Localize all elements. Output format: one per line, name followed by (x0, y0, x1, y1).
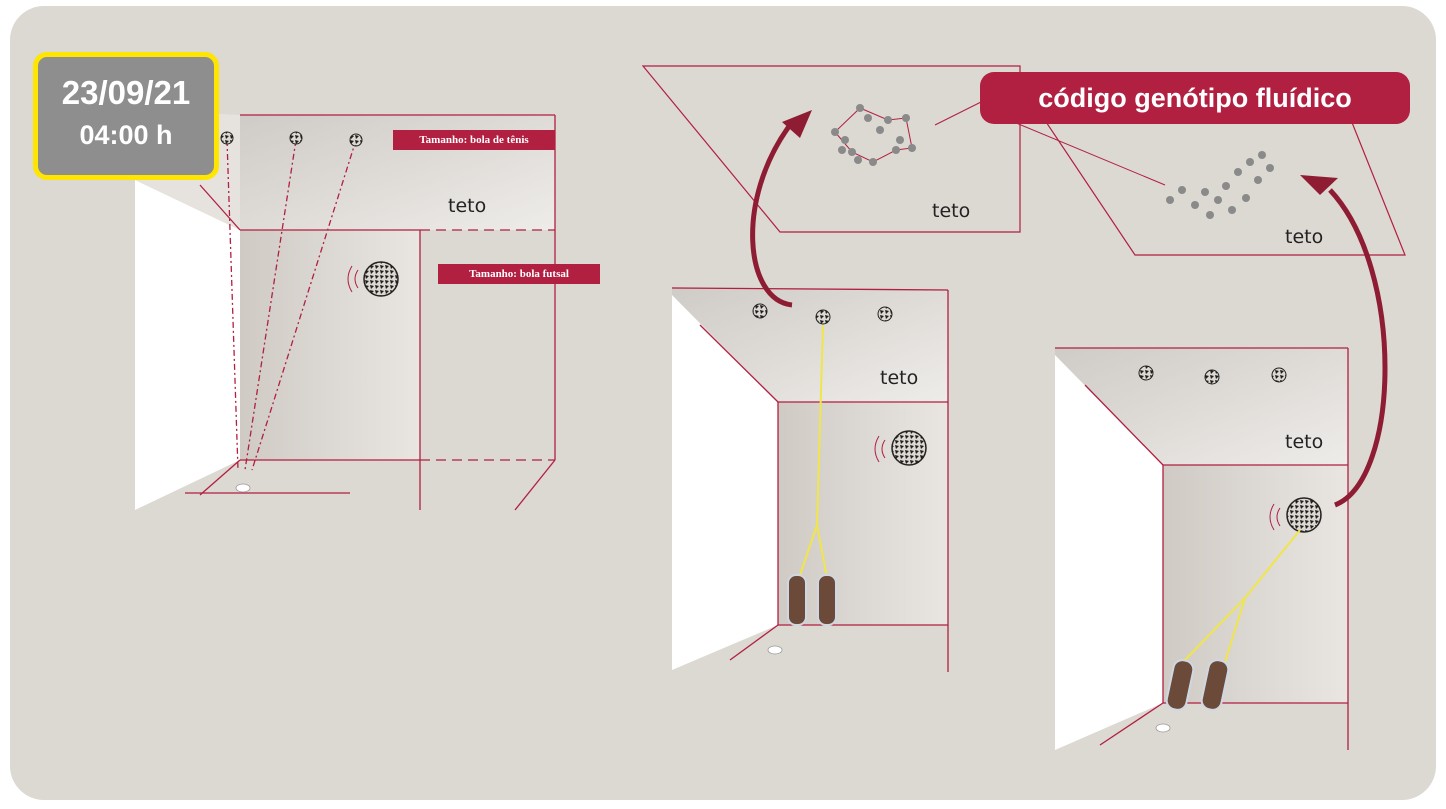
ceiling-label-3: teto (1285, 226, 1323, 248)
room-scene-3 (935, 80, 1405, 750)
room-scene-2 (643, 66, 1020, 672)
date-label: 23/09/21 (38, 74, 214, 112)
ceiling-label-1: teto (448, 195, 486, 217)
datetime-badge: 23/09/21 04:00 h (33, 52, 219, 180)
ceiling-label-4: teto (880, 367, 918, 389)
time-label: 04:00 h (38, 120, 214, 151)
futsal-size-label: Tamanho: bola futsal (438, 264, 600, 284)
fluidic-code-label: código genótipo fluídico (980, 72, 1410, 124)
tennis-size-label: Tamanho: bola de tênis (393, 130, 555, 150)
ceiling-label-5: teto (1285, 431, 1323, 453)
ceiling-label-2: teto (932, 200, 970, 222)
